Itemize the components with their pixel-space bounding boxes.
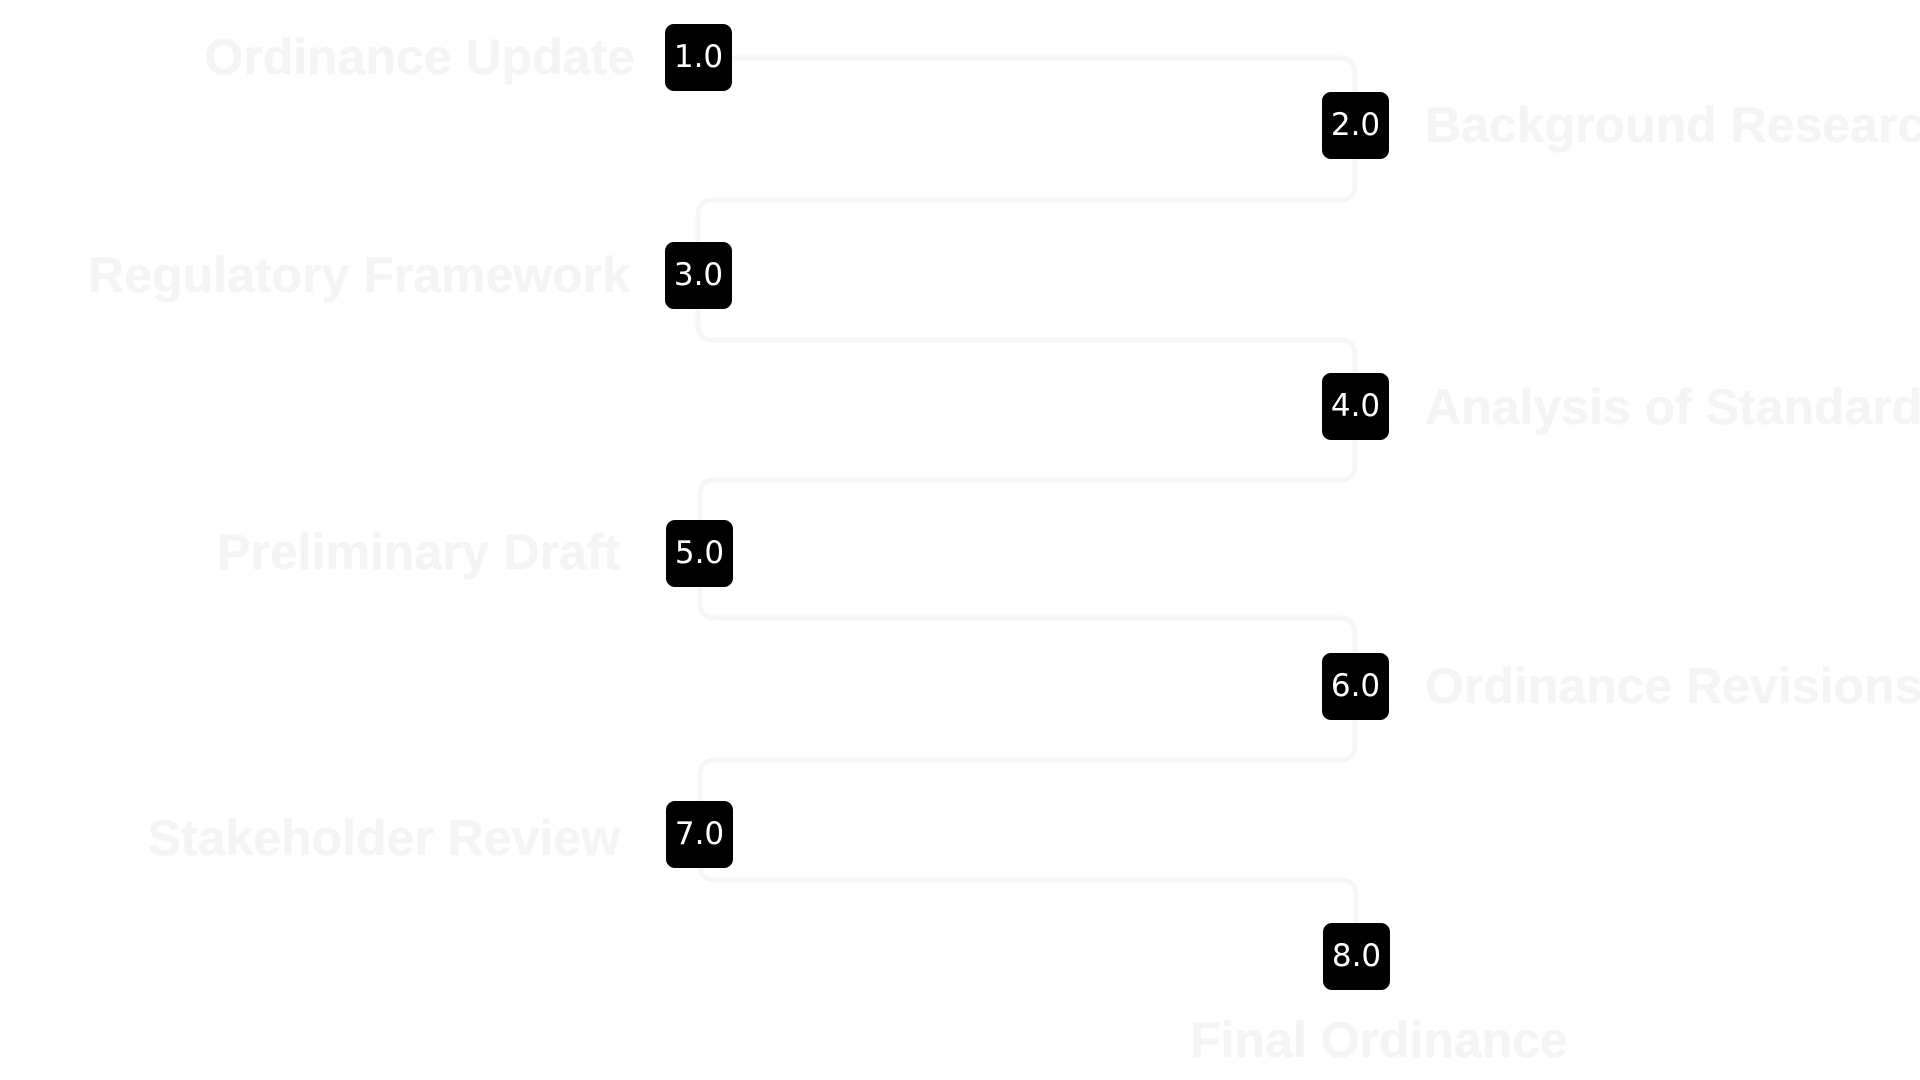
step-8-badge: 8.0 — [1323, 923, 1390, 990]
step-1-label: Ordinance Update — [204, 29, 635, 85]
connector-line — [695, 55, 1359, 961]
step-1-badge: 1.0 — [665, 24, 732, 91]
step-3-label: Regulatory Framework — [88, 247, 630, 303]
step-7-badge: 7.0 — [666, 801, 733, 868]
step-6-badge: 6.0 — [1322, 653, 1389, 720]
step-2-label: Background Research — [1425, 97, 1920, 153]
step-5-label: Preliminary Draft — [217, 524, 620, 580]
step-3-badge: 3.0 — [665, 242, 732, 309]
step-5-badge: 5.0 — [666, 520, 733, 587]
step-2-badge: 2.0 — [1322, 92, 1389, 159]
step-6-label: Ordinance Revisions — [1425, 658, 1920, 714]
step-8-label: Final Ordinance — [1190, 1012, 1568, 1068]
step-4-badge: 4.0 — [1322, 373, 1389, 440]
step-4-label: Analysis of Standards — [1425, 379, 1920, 435]
step-7-label: Stakeholder Review — [147, 810, 620, 866]
